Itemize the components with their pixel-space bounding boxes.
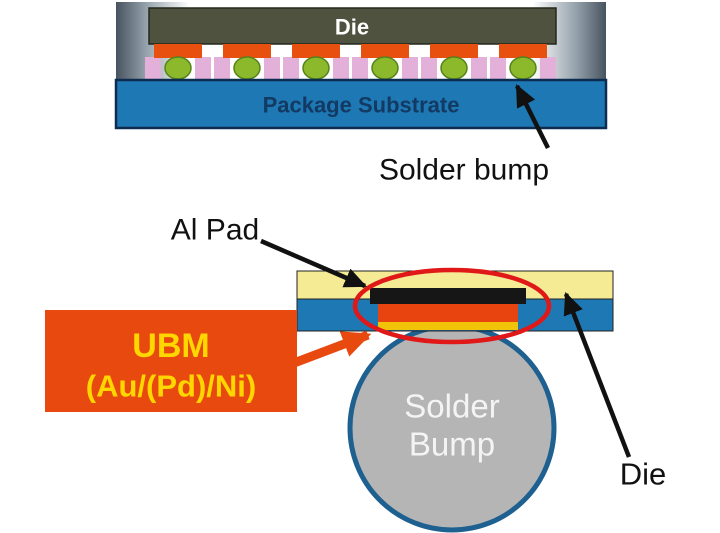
underfill-left [421, 57, 437, 80]
bump-unit [352, 44, 418, 80]
underfill-right [540, 57, 556, 80]
bump-unit [145, 44, 211, 80]
pad-orange [499, 44, 547, 58]
al-pad-annotation: Al Pad [171, 214, 259, 247]
solder-bump-arrow [514, 83, 551, 150]
solder-ball-label-line1: Solder [404, 388, 499, 425]
bump-unit [421, 44, 487, 80]
die-label: Die [335, 15, 369, 40]
underfill-left [283, 57, 299, 80]
ubm-callout-line2: (Au/(Pd)/Ni) [86, 369, 256, 404]
ubm-arrow [292, 330, 372, 368]
gold-finish-layer [378, 322, 518, 330]
ubm-highlight-ellipse [352, 267, 552, 345]
pad-orange [154, 44, 202, 58]
pad-orange [361, 44, 409, 58]
pad-orange [223, 44, 271, 58]
die-arrow [563, 291, 632, 458]
solder-bump-annotation: Solder bump [379, 154, 549, 187]
underfill-right [402, 57, 418, 80]
package-substrate-label: Package Substrate [263, 93, 460, 118]
underfill-right [471, 57, 487, 80]
bump-detail-cross-section: Solder Bump UBM (Au/(Pd)/Ni) Al Pad Die [45, 214, 667, 533]
solder-ball-small [233, 56, 261, 80]
solder-ball-small [509, 56, 537, 80]
bump-row [145, 44, 556, 80]
bump-unit [214, 44, 280, 80]
package-cross-section: Die [114, 2, 608, 187]
die-annotation: Die [620, 457, 667, 492]
underfill-left [214, 57, 230, 80]
al-pad-arrow [260, 238, 368, 289]
underfill-left [490, 57, 506, 80]
ubm-layer [378, 304, 518, 322]
bump-unit [283, 44, 349, 80]
underfill-left [145, 57, 161, 80]
solder-ball-small [164, 56, 192, 80]
underfill-left [352, 57, 368, 80]
ubm-callout-box [45, 310, 297, 412]
bump-unit [490, 44, 556, 80]
underfill-right [195, 57, 211, 80]
solder-ball-small [302, 56, 330, 80]
al-pad-layer [370, 288, 526, 304]
pad-orange [430, 44, 478, 58]
solder-ball-label-line2: Bump [409, 426, 495, 463]
underfill-right [333, 57, 349, 80]
solder-ball-small [371, 56, 399, 80]
underfill-right [264, 57, 280, 80]
pad-orange [292, 44, 340, 58]
solder-ball-small [440, 56, 468, 80]
ubm-callout-line1: UBM [132, 327, 209, 365]
die-rect [148, 7, 557, 45]
